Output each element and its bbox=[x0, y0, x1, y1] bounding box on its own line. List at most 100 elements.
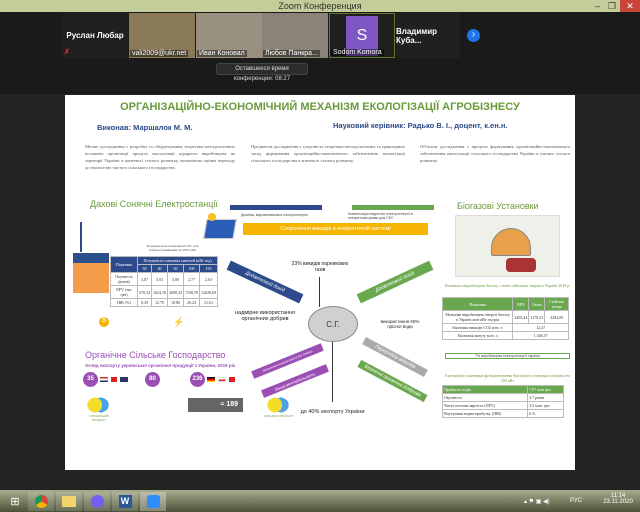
organic-section-title: Органічне Сільське Господарство bbox=[85, 350, 226, 360]
left-stat: надмірне використання органічних добрив bbox=[235, 310, 295, 322]
export-badge: 236 bbox=[190, 372, 205, 387]
cell: 18,80 bbox=[167, 298, 184, 307]
research-goal: Метою дослідження є розробка та обґрунту… bbox=[85, 144, 235, 170]
biogas-note: 7% виробництва електроенергії України bbox=[445, 353, 570, 359]
table-header: Свійська птиця bbox=[544, 297, 569, 311]
participant-name: Иван Коновал bbox=[197, 50, 247, 57]
stat-arrow-line bbox=[319, 277, 320, 307]
flag-poland-icon bbox=[218, 377, 226, 382]
next-page-button[interactable]: › bbox=[467, 29, 480, 42]
research-object: Об'єктом дослідження є процеси формуванн… bbox=[420, 144, 570, 163]
table-header: Потужність сонячних панелей (кВт год) bbox=[137, 256, 218, 265]
cell: 1170,23 bbox=[528, 310, 546, 324]
participant-tile[interactable]: vali2009@ukr.net bbox=[129, 13, 195, 58]
participant-tile[interactable]: Владимир Куба... bbox=[396, 13, 460, 58]
author: Виконав: Маршалок М. М. bbox=[97, 123, 193, 132]
table-header: Показник bbox=[441, 297, 514, 311]
flag-usa-icon bbox=[120, 377, 128, 382]
cell: NPV (тис грн) bbox=[110, 285, 138, 299]
cell: 1024,18 bbox=[151, 285, 168, 299]
cell: 6 % bbox=[527, 409, 564, 418]
organic-logo-ua-text: ОРГАНІЧНИЙ ПРОДУКТ bbox=[89, 414, 109, 422]
participant-tile[interactable]: Иван Коновал bbox=[196, 13, 262, 58]
table-header: 30 bbox=[137, 264, 152, 273]
table-row: Внутрішня норма прибутку (IRR)6 % bbox=[441, 409, 564, 418]
flag-switzerland-icon bbox=[229, 377, 235, 382]
word-icon[interactable]: W bbox=[112, 492, 138, 511]
blue-arrow-shape bbox=[230, 205, 322, 210]
cell: Чиста поточна вартість (NPV) bbox=[441, 401, 529, 410]
digester-tank-icon bbox=[491, 228, 531, 256]
solar-panel-icon bbox=[203, 219, 237, 239]
close-button[interactable]: ✕ bbox=[620, 0, 640, 12]
start-button-windows-icon[interactable]: ⊞ bbox=[10, 496, 20, 508]
table-header: 150 bbox=[199, 264, 218, 273]
participant-tile[interactable]: Руслан Любар✗ bbox=[62, 13, 128, 58]
export-badge: 35 bbox=[83, 372, 98, 387]
solar-table-caption: Розрахунок встановлення СЕС для власносп… bbox=[146, 244, 199, 252]
house-icon bbox=[73, 253, 109, 293]
window-title: Zoom Конференция bbox=[278, 1, 362, 11]
chrome-icon[interactable] bbox=[28, 492, 54, 511]
research-subject: Предметом дослідження є сукупність теоре… bbox=[251, 144, 405, 163]
time-remaining-tooltip: Оставшееся время конференции: 08:27 bbox=[216, 63, 308, 82]
tractor-icon bbox=[506, 258, 536, 272]
sun-icon bbox=[208, 213, 216, 221]
cell: Внутрішня норма прибутку (IRR) bbox=[441, 409, 529, 418]
biogas-section-title: Біогазові Установки bbox=[457, 201, 539, 211]
cell: Економія мазуту млн. л bbox=[441, 331, 514, 340]
agriculture-center-node: С.Г. bbox=[308, 306, 358, 342]
solar-section-title: Дахові Сонячні Електростанції bbox=[90, 199, 218, 209]
econ-table-caption: Економічні показники функціонування біог… bbox=[445, 373, 570, 383]
flow-line bbox=[80, 222, 82, 252]
participant-tile[interactable]: Любов Панкра... bbox=[262, 13, 328, 58]
cell: 20,24 bbox=[183, 298, 200, 307]
tray-icons[interactable]: ▴ ⚑ ▣ ◀) bbox=[524, 499, 550, 505]
stat-arrow-line bbox=[332, 342, 333, 402]
table-header: Свині bbox=[528, 297, 546, 311]
table-header: 50 bbox=[167, 264, 184, 273]
right-stat: використання 60% прісної води bbox=[380, 319, 420, 329]
cell: 7238,59 bbox=[183, 285, 200, 299]
muted-mic-icon: ✗ bbox=[64, 49, 70, 56]
cell: Окупність (років) bbox=[110, 272, 138, 286]
organic-logo-en-text: ORGANIC PRODUCT bbox=[264, 414, 294, 418]
cell: 3,5 млн. грн bbox=[527, 401, 564, 410]
top-stat: 23% викидів парникових газів bbox=[291, 261, 349, 273]
exporters-count-box: ≈ 189 bbox=[188, 398, 243, 412]
participant-strip: Руслан Любар✗ vali2009@ukr.net Иван Коно… bbox=[0, 12, 640, 94]
maximize-button[interactable]: ❐ bbox=[607, 1, 616, 11]
emissions-reduction-arrow: Скорочення викидів в енергетичній систем… bbox=[243, 223, 428, 235]
cell: Економія викидів СО2 млн. т. bbox=[441, 323, 514, 332]
file-explorer-icon[interactable] bbox=[56, 492, 82, 511]
zoom-taskbar-icon[interactable] bbox=[140, 492, 166, 511]
export-badge: 80 bbox=[145, 372, 160, 387]
participant-name: Владимир Куба... bbox=[396, 26, 438, 45]
organic-logo-ua bbox=[87, 397, 109, 413]
biogas-plant-diagram bbox=[455, 215, 560, 277]
minimize-button[interactable]: – bbox=[594, 1, 600, 11]
language-indicator[interactable]: РУС bbox=[570, 498, 583, 504]
cheap-energy-label: Дешева, відновлювальна електроенергія bbox=[241, 213, 308, 217]
flag-germany-icon bbox=[207, 377, 215, 382]
participant-name: vali2009@ukr.net bbox=[130, 50, 189, 57]
table-header: 7,87 млн грн. bbox=[527, 385, 564, 394]
window-title-bar: Zoom Конференция – ❐ ✕ bbox=[0, 0, 640, 12]
compensation-label: Компенсація недостачі електроенергії в н… bbox=[348, 212, 413, 220]
table-row: Економія викидів СО2 млн. т.12,47 bbox=[441, 323, 569, 332]
additional-income-arrow-right: Додатковий дохід bbox=[356, 260, 434, 304]
cell: 3,93 bbox=[151, 272, 168, 286]
table-header: 40 bbox=[151, 264, 168, 273]
cell: 2698,43 bbox=[167, 285, 184, 299]
cell: 2405,44 bbox=[512, 310, 530, 324]
avatar: S bbox=[346, 15, 378, 56]
viber-icon[interactable] bbox=[84, 492, 110, 511]
